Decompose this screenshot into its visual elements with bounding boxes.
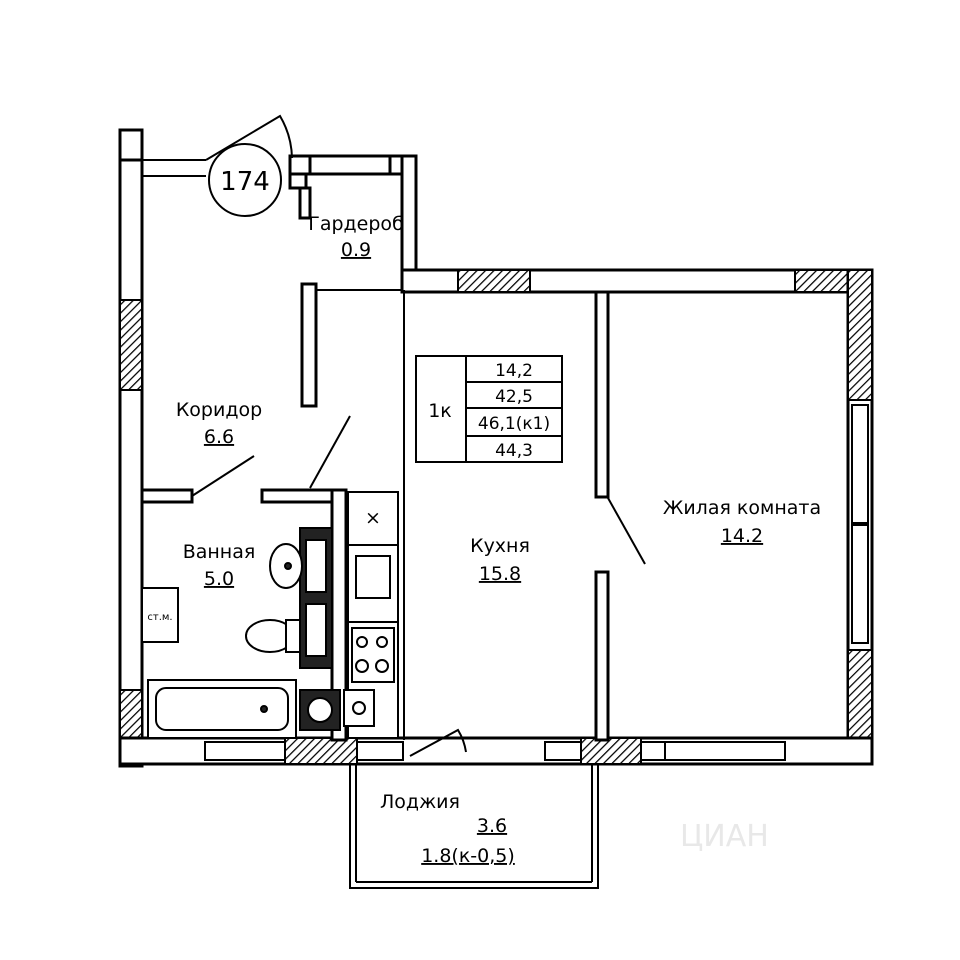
room-name-bathroom: Ванная bbox=[183, 541, 256, 563]
room-name-corridor: Коридор bbox=[176, 399, 262, 421]
hob-mark: × bbox=[365, 507, 381, 529]
room-area-loggia: 3.6 bbox=[477, 815, 507, 837]
wardrobe-walls bbox=[288, 172, 312, 220]
stove-icon bbox=[351, 627, 395, 683]
summary-living-area: 14,2 bbox=[495, 361, 533, 381]
summary-total-area: 42,5 bbox=[495, 387, 533, 407]
room-area-wardrobe: 0.9 bbox=[341, 239, 371, 261]
loggia-reduced-area: 1.8(к-0,5) bbox=[421, 845, 515, 867]
sink-icon bbox=[269, 543, 303, 589]
riser bbox=[141, 587, 179, 643]
apartment-number: 174 bbox=[220, 167, 270, 197]
kitchen-fixtures bbox=[347, 491, 399, 739]
apartment-type: 1к bbox=[428, 400, 452, 422]
room-name-living: Жилая комната bbox=[663, 497, 821, 519]
loggia bbox=[349, 764, 599, 889]
room-area-living: 14.2 bbox=[721, 525, 763, 547]
sink-icon bbox=[355, 555, 391, 599]
entry-door bbox=[205, 114, 293, 217]
room-name-loggia: Лоджия bbox=[380, 791, 460, 813]
room-area-corridor: 6.6 bbox=[204, 426, 234, 448]
summary-table bbox=[415, 355, 563, 463]
outer-walls bbox=[118, 128, 874, 768]
toilet-icon bbox=[245, 619, 301, 653]
bathtub-icon bbox=[147, 679, 297, 739]
partitions bbox=[140, 282, 646, 757]
room-name-kitchen: Кухня bbox=[470, 535, 530, 557]
room-area-kitchen: 15.8 bbox=[479, 563, 521, 585]
bathroom-fixtures bbox=[141, 527, 375, 739]
riser-label: ст.м. bbox=[147, 612, 172, 623]
watermark: ЦИАН bbox=[680, 819, 769, 854]
summary-area-with-loggia: 46,1(к1) bbox=[478, 414, 550, 434]
room-name-wardrobe: Гардероб bbox=[308, 213, 404, 235]
room-area-bathroom: 5.0 bbox=[204, 568, 234, 590]
summary-reduced-area: 44,3 bbox=[495, 441, 533, 461]
washing-machine-icon bbox=[299, 689, 375, 731]
